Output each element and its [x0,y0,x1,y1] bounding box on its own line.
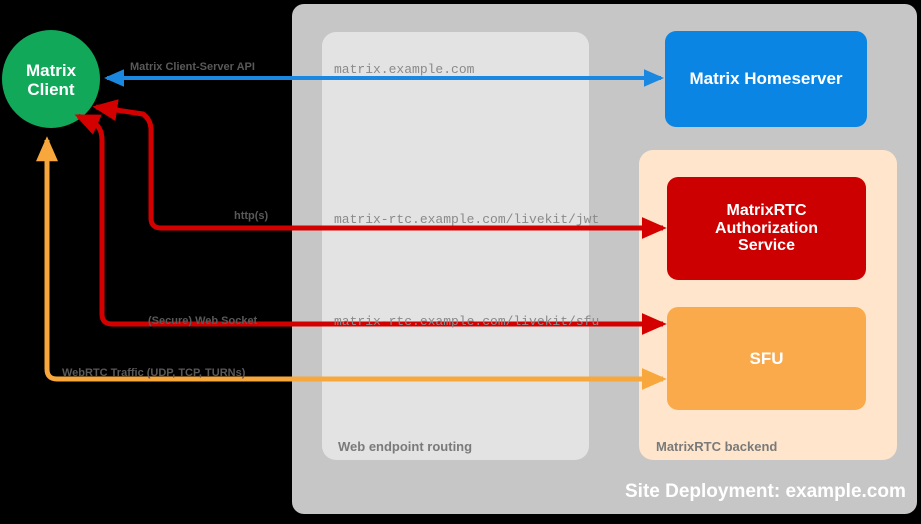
edge-label-webrtc: WebRTC Traffic (UDP, TCP, TURNs) [62,367,246,379]
endpoint-label-matrix-example-com: matrix.example.com [334,62,475,77]
matrix-client-node[interactable] [2,30,100,128]
matrix-homeserver-node[interactable] [665,31,867,127]
endpoint-label-livekit-jwt: matrix-rtc.example.com/livekit/jwt [334,212,600,227]
web-endpoint-routing-container [322,32,589,460]
edge-label-cs-api: Matrix Client-Server API [130,61,255,73]
group-label-web-endpoint-routing: Web endpoint routing [338,439,473,454]
sfu-node[interactable] [667,307,866,410]
edge-webrtc-traffic [36,136,667,390]
site-deployment-label: Site Deployment: example.com [625,481,906,502]
edge-label-websocket: (Secure) Web Socket [148,315,258,327]
group-label-matrixrtc-backend: MatrixRTC backend [656,439,778,454]
matrixrtc-authorization-service-node[interactable] [667,177,866,280]
endpoint-label-livekit-sfu: matrix-rtc.example.com/livekit/sfu [334,314,600,329]
edge-label-http: http(s) [234,210,269,222]
